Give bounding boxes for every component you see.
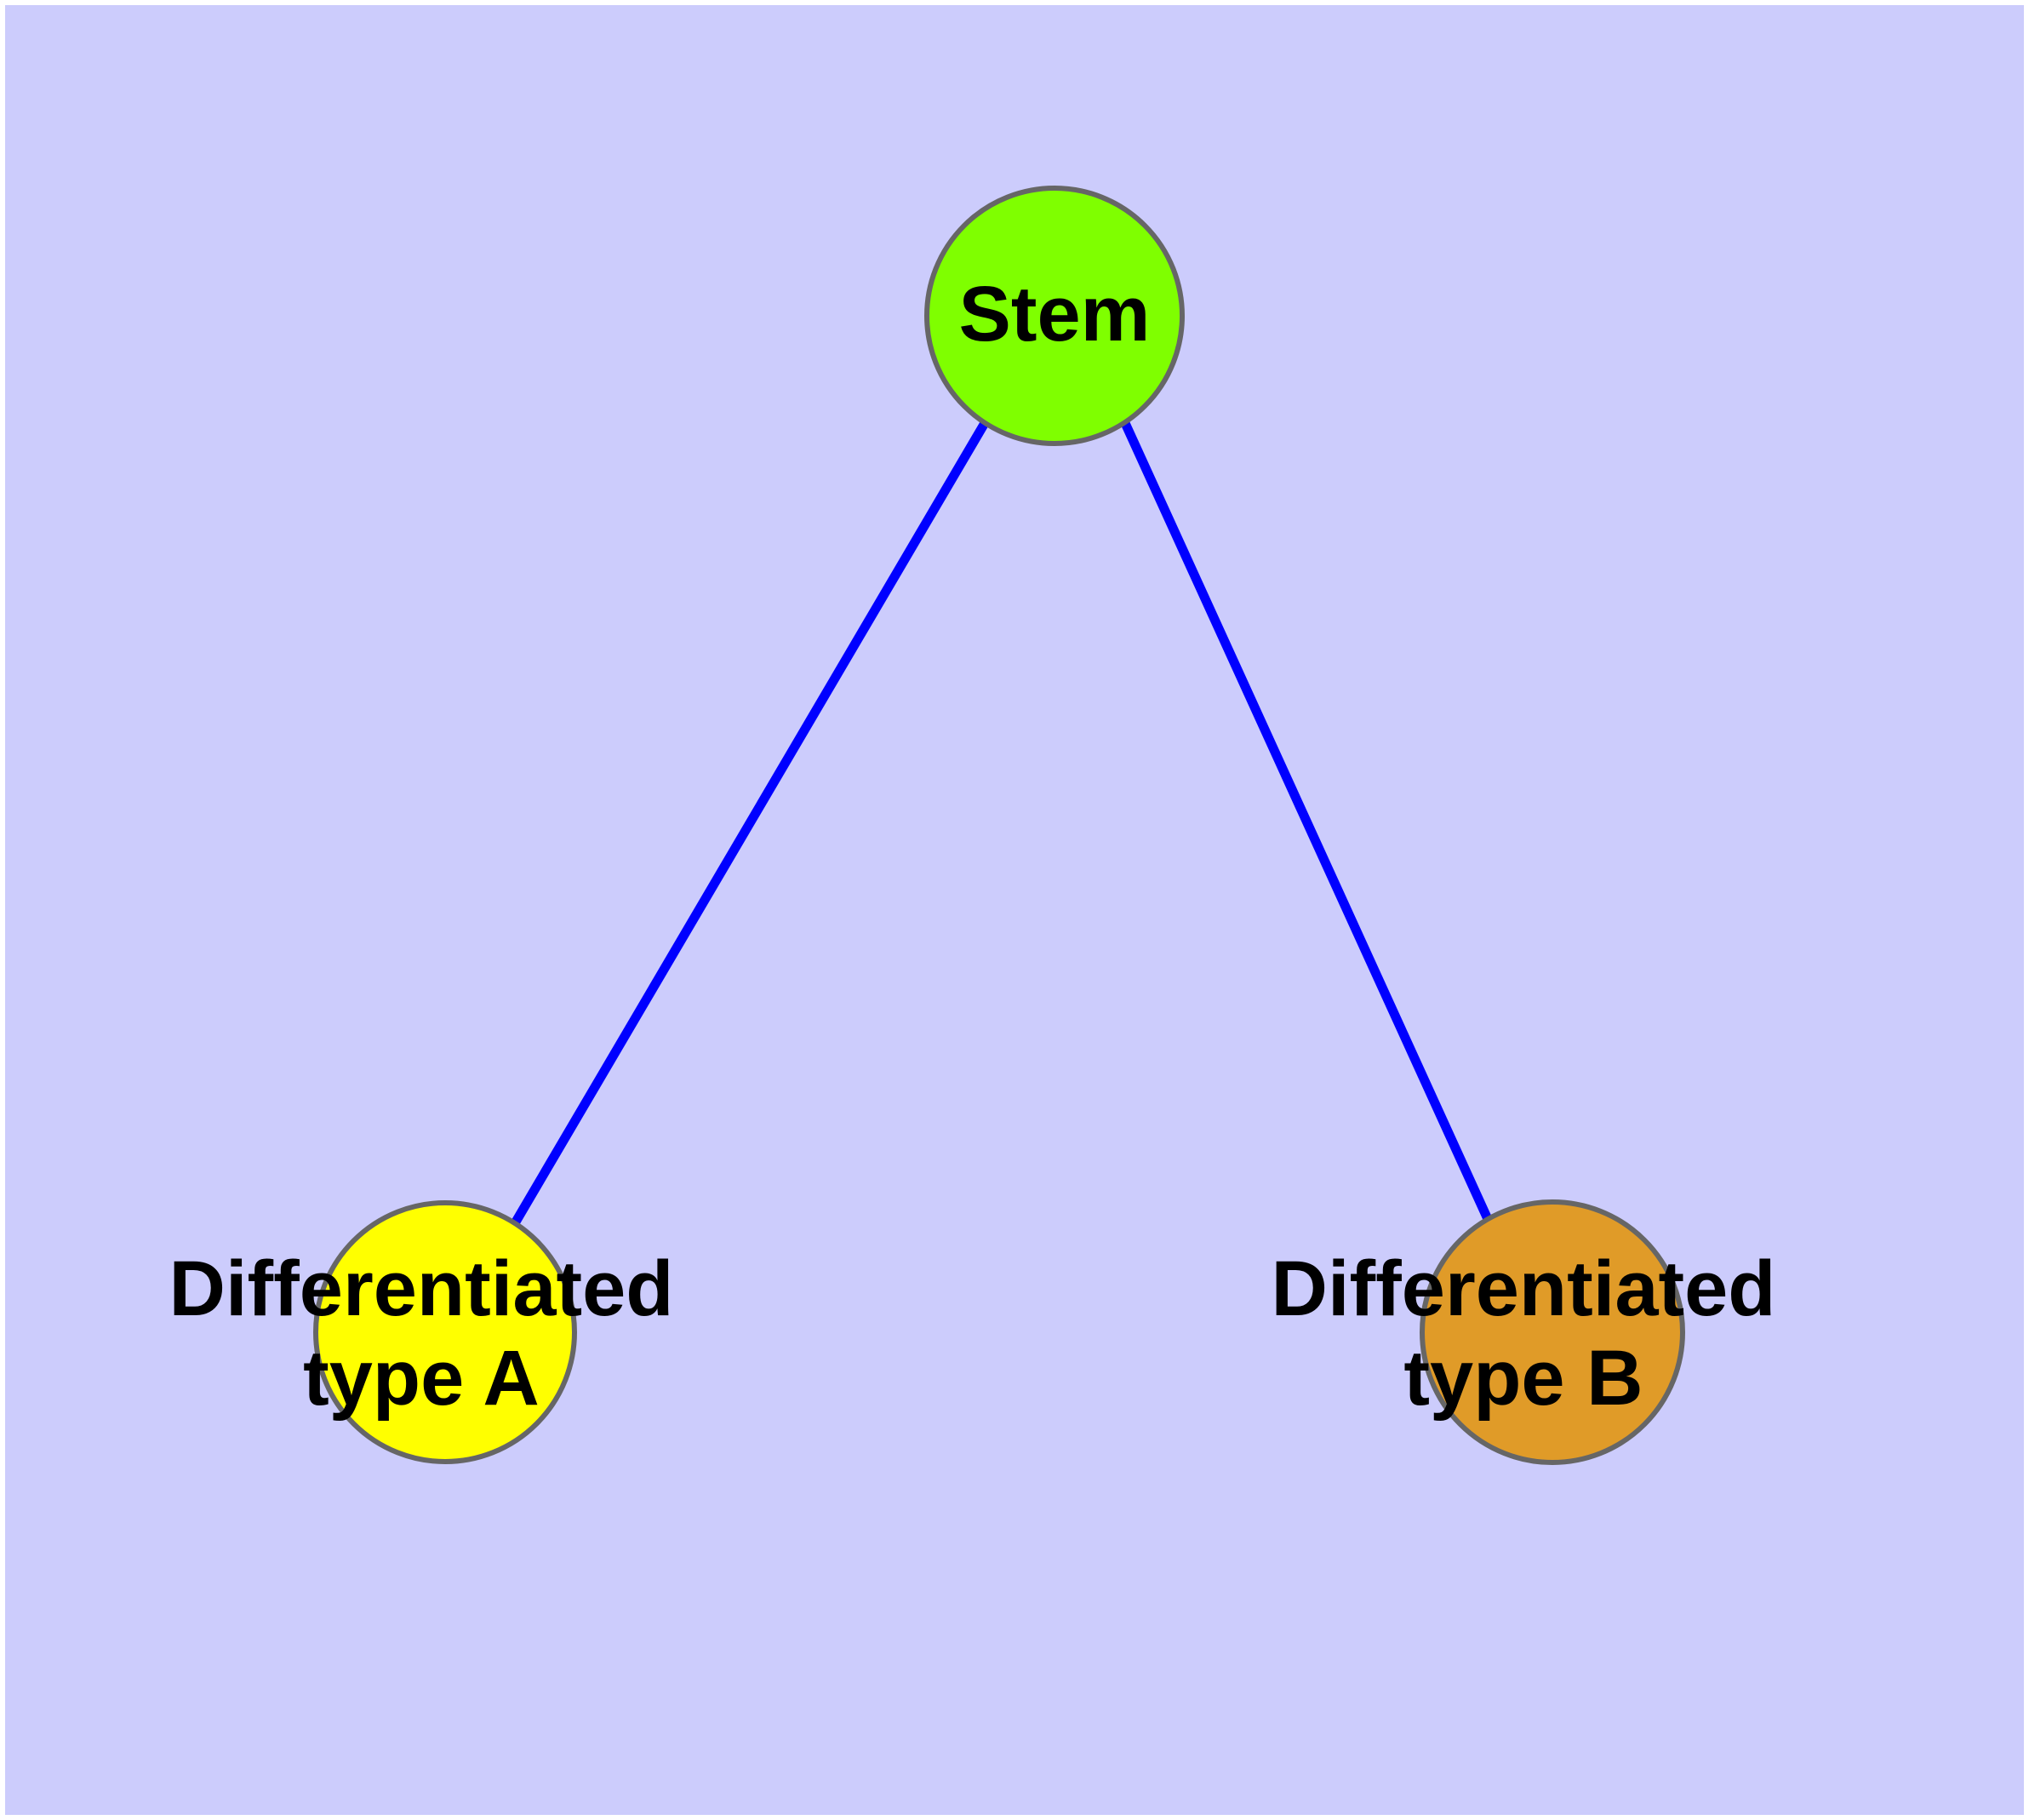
node-circle-diff-b[interactable] [1420,1199,1685,1465]
node-label-stem: Stem [959,271,1151,358]
edge-stem-to-diff-a[interactable] [511,421,989,1226]
node-label-line: Differentiated [169,1245,674,1332]
edges-layer [511,421,1493,1226]
node-label-line: Stem [959,271,1151,358]
edge-stem-to-diff-b[interactable] [1120,421,1493,1222]
node-circle-stem[interactable] [924,186,1185,446]
node-label-line: type B [1403,1335,1643,1422]
node-label-line: Differentiated [1272,1245,1776,1332]
node-stem[interactable]: Stem [924,186,1185,446]
node-circle-diff-a[interactable] [313,1200,577,1464]
node-label-line: type A [303,1335,540,1422]
